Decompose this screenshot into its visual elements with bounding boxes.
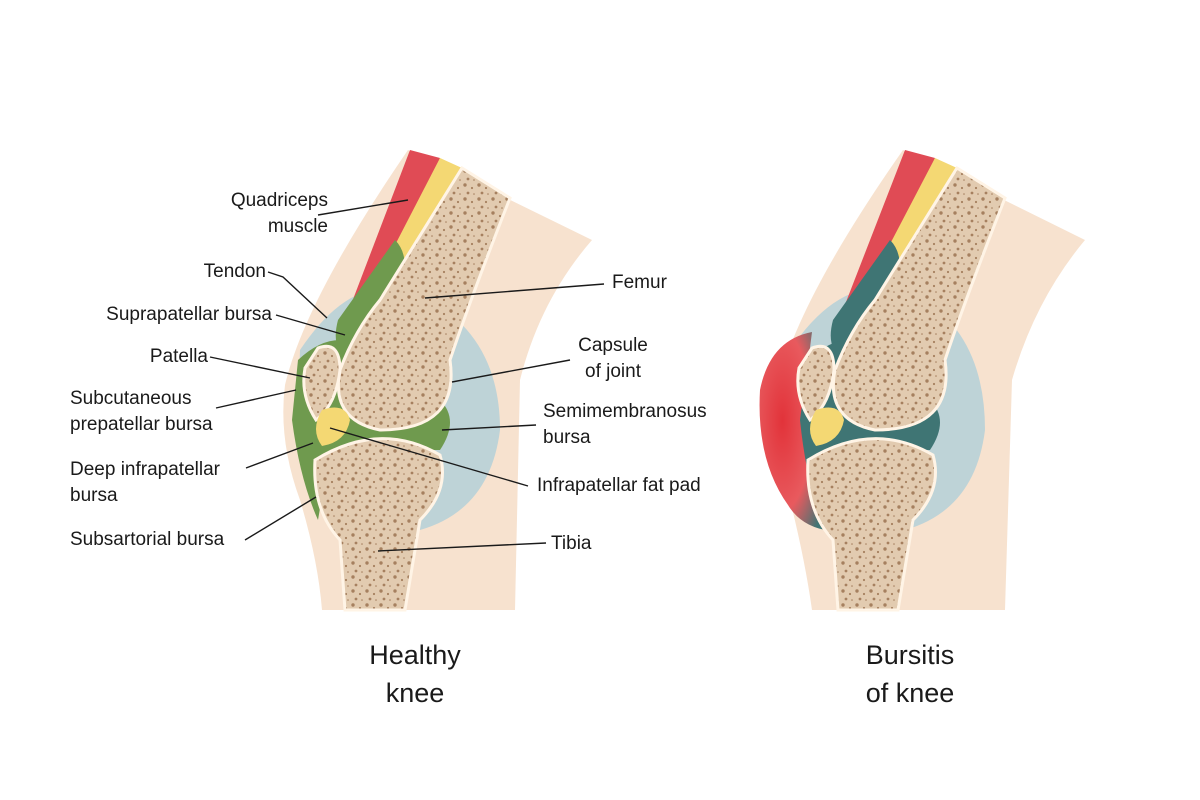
leader-quadriceps — [317, 199, 409, 216]
label-deep-infrapatellar-bursa: Deep infrapatellar bursa — [70, 459, 220, 506]
bursitis-muscle — [846, 150, 935, 310]
bursitis-patella — [796, 344, 836, 423]
leader-patella — [209, 356, 311, 379]
label-capsule-of-joint: Capsule of joint — [578, 335, 648, 382]
label-infrapatellar-fat-pad: Infrapatellar fat pad — [537, 475, 701, 496]
leader-lines — [209, 199, 605, 552]
leader-subcutaneous — [215, 389, 297, 409]
leader-suprapatellar — [275, 314, 346, 336]
healthy-patella — [302, 344, 342, 423]
label-quadriceps-muscle: Quadriceps muscle — [230, 190, 328, 237]
label-subcutaneous-prepatellar-bursa: Subcutaneous prepatellar bursa — [70, 388, 213, 435]
leader-tibia — [377, 542, 547, 552]
leader-femur — [424, 283, 605, 299]
bursitis-femur — [831, 165, 1007, 432]
bursitis-knee-illustration — [759, 150, 1085, 612]
leader-semimembranosus — [441, 424, 537, 431]
bursitis-tibia — [806, 437, 937, 612]
leader-subsartorial — [244, 496, 317, 541]
healthy-fat-pad — [316, 407, 350, 446]
label-patella: Patella — [149, 346, 208, 367]
leader-capsule — [451, 359, 571, 383]
label-femur: Femur — [612, 272, 667, 293]
caption-bursitis-of-knee: Bursitis of knee — [865, 640, 955, 708]
caption-healthy-knee: Healthy knee — [369, 640, 461, 708]
healthy-knee-illustration — [283, 150, 592, 612]
healthy-femur — [336, 165, 512, 432]
healthy-tibia — [313, 437, 444, 612]
label-subsartorial-bursa: Subsartorial bursa — [70, 529, 225, 550]
healthy-suprapatellar-bursa — [335, 240, 405, 360]
leader-fat-pad — [329, 427, 529, 487]
leader-deep-infrapatellar — [245, 442, 314, 469]
label-tendon: Tendon — [203, 261, 266, 282]
label-tibia: Tibia — [551, 533, 592, 554]
label-semimembranosus-bursa: Semimembranosus bursa — [543, 401, 707, 448]
leader-tendon — [267, 271, 328, 319]
bursitis-fat-pad — [810, 407, 844, 446]
bursitis-suprapatellar-bursa — [830, 240, 900, 360]
label-suprapatellar-bursa: Suprapatellar bursa — [106, 304, 272, 325]
